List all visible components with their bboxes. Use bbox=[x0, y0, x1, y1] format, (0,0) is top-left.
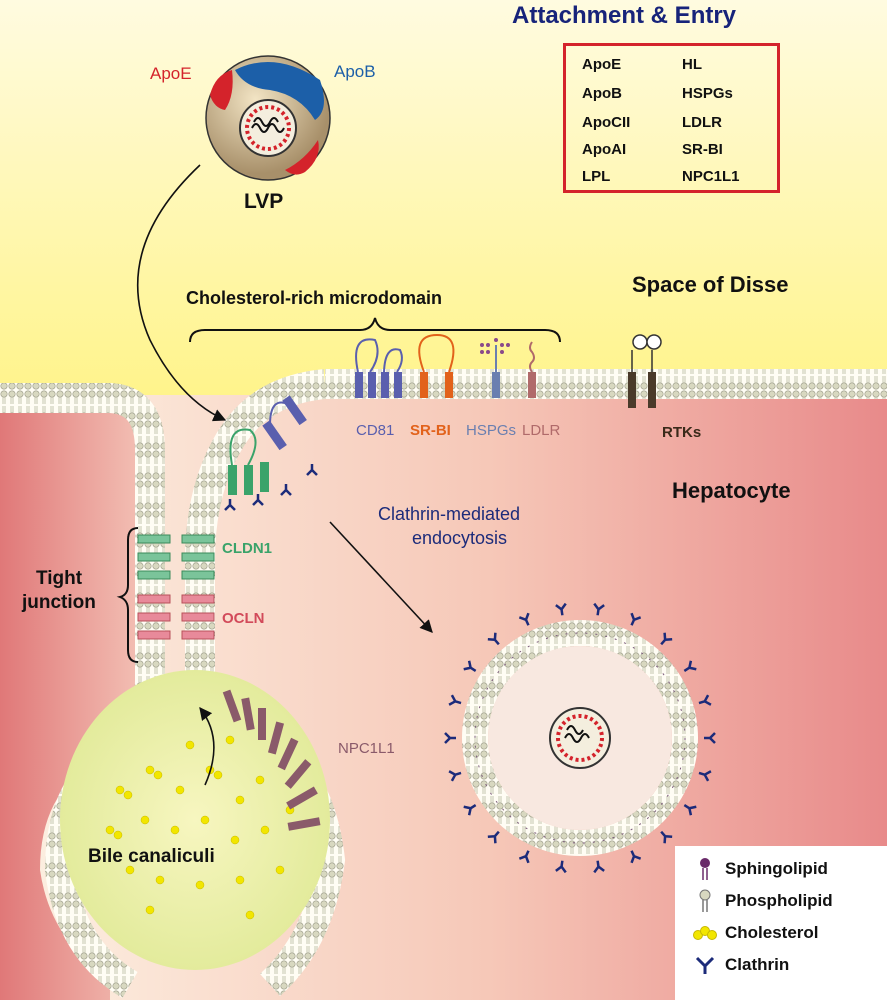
clathrin-triskelion bbox=[683, 803, 697, 816]
tight-junction-proteins bbox=[137, 534, 215, 640]
entry-factor: ApoE bbox=[582, 56, 622, 73]
attachment-entry-title: Attachment & Entry bbox=[512, 2, 737, 29]
space-of-disse-label: Space of Disse bbox=[632, 272, 789, 297]
endocytosis-arrow bbox=[329, 521, 433, 633]
clathrin-triskelion bbox=[463, 803, 477, 816]
clathrin-icon bbox=[695, 956, 715, 974]
legend-item-clathrin: Clathrin bbox=[691, 952, 789, 978]
clathrin-triskelion bbox=[698, 770, 712, 782]
clathrin-triskelion bbox=[518, 850, 530, 864]
clathrin-triskelion bbox=[630, 850, 642, 864]
microdomain-label: Cholesterol-rich microdomain bbox=[186, 288, 443, 308]
apob-region bbox=[235, 62, 324, 120]
clathrin-triskelion bbox=[593, 860, 605, 874]
ocln-label: OCLN bbox=[222, 610, 265, 627]
legend-item-phospholipid: Phospholipid bbox=[691, 888, 833, 914]
apoe-label: ApoE bbox=[150, 64, 192, 83]
endocytosis-label-line1: Clathrin-mediated bbox=[378, 504, 521, 524]
ldlr-receptor bbox=[528, 341, 536, 398]
npc1l1-protein bbox=[222, 689, 321, 831]
clathrin-triskelion bbox=[630, 612, 642, 626]
curve-receptors bbox=[228, 395, 307, 495]
entry-factor: ApoB bbox=[582, 85, 622, 102]
lvp-label: LVP bbox=[244, 190, 284, 213]
clathrin-triskelion bbox=[555, 602, 567, 616]
clathrin-triskelion bbox=[463, 660, 477, 673]
clathrin-triskelion bbox=[683, 660, 697, 673]
clathrin-triskelion bbox=[444, 732, 456, 744]
entry-factor: ApoAI bbox=[582, 141, 627, 158]
legend-item-cholesterol: Cholesterol bbox=[691, 920, 819, 946]
legend-label: Sphingolipid bbox=[725, 859, 828, 878]
endocytic-vesicle bbox=[462, 620, 698, 856]
entry-factors-box bbox=[563, 43, 780, 193]
npc1l1-label: NPC1L1 bbox=[338, 740, 395, 757]
hepatocyte-label: Hepatocyte bbox=[672, 478, 791, 503]
cldn1-label: CLDN1 bbox=[222, 540, 273, 557]
endocytosis-label-line2: endocytosis bbox=[412, 528, 508, 548]
tight-junction-label-line2: junction bbox=[22, 592, 96, 613]
vesicle-clathrin-coat bbox=[444, 602, 716, 874]
clathrin-triskelion bbox=[448, 770, 462, 782]
srbi-receptor bbox=[418, 333, 455, 398]
clathrin-triskelion bbox=[555, 860, 567, 874]
rtks-label: RTKs bbox=[662, 424, 702, 441]
entry-factor: SR-BI bbox=[682, 141, 723, 158]
entry-factor: HSPGs bbox=[682, 85, 733, 102]
microdomain-brace bbox=[189, 317, 561, 343]
hspgs-label: HSPGs bbox=[466, 422, 517, 439]
clathrin-triskelion bbox=[660, 830, 673, 844]
bile-cholesterol-dots bbox=[105, 735, 295, 920]
legend-label: Cholesterol bbox=[725, 923, 819, 942]
tight-junction-brace bbox=[116, 527, 139, 663]
apoe-region-1 bbox=[210, 70, 233, 110]
entry-factor: LDLR bbox=[682, 114, 722, 131]
legend: Sphingolipid Phospholipid Cholesterol Cl… bbox=[675, 846, 887, 1000]
cholesterol-icon bbox=[693, 926, 717, 940]
clathrin-triskelion bbox=[698, 694, 712, 706]
clathrin-triskelion bbox=[593, 602, 605, 616]
tight-junction-label-line1: Tight bbox=[36, 568, 83, 589]
legend-label: Clathrin bbox=[725, 955, 790, 974]
membrane-clathrin bbox=[224, 464, 318, 511]
apoe-region-2 bbox=[285, 140, 319, 175]
rtks-receptor bbox=[628, 334, 662, 408]
clathrin-triskelion bbox=[487, 830, 500, 844]
entry-factor: NPC1L1 bbox=[682, 168, 740, 185]
bile-arrow bbox=[199, 706, 215, 786]
left-cell-bg bbox=[0, 410, 150, 1000]
clathrin-triskelion bbox=[660, 632, 673, 646]
legend-label: Phospholipid bbox=[725, 891, 833, 910]
entry-factor: ApoCII bbox=[582, 114, 631, 131]
phospholipid-icon bbox=[699, 889, 711, 912]
lvp-particle bbox=[205, 55, 331, 181]
ldlr-label: LDLR bbox=[522, 422, 561, 439]
sphingolipid-icon bbox=[700, 858, 710, 880]
cd81-receptor bbox=[355, 338, 403, 398]
clathrin-triskelion bbox=[487, 632, 500, 646]
clathrin-triskelion bbox=[448, 694, 462, 706]
bile-canaliculi-lumen bbox=[60, 670, 330, 970]
entry-factor: HL bbox=[682, 56, 702, 73]
hspgs-receptor bbox=[480, 338, 510, 398]
entry-factor: LPL bbox=[582, 168, 611, 185]
bile-canaliculi-label: Bile canaliculi bbox=[88, 846, 215, 867]
cd81-label: CD81 bbox=[356, 422, 395, 439]
clathrin-triskelion bbox=[704, 732, 716, 744]
lvp-entry-arrow bbox=[136, 164, 227, 422]
apob-label: ApoB bbox=[334, 62, 376, 81]
srbi-label: SR-BI bbox=[410, 422, 451, 439]
clathrin-triskelion bbox=[518, 612, 530, 626]
legend-item-sphingolipid: Sphingolipid bbox=[691, 856, 828, 882]
